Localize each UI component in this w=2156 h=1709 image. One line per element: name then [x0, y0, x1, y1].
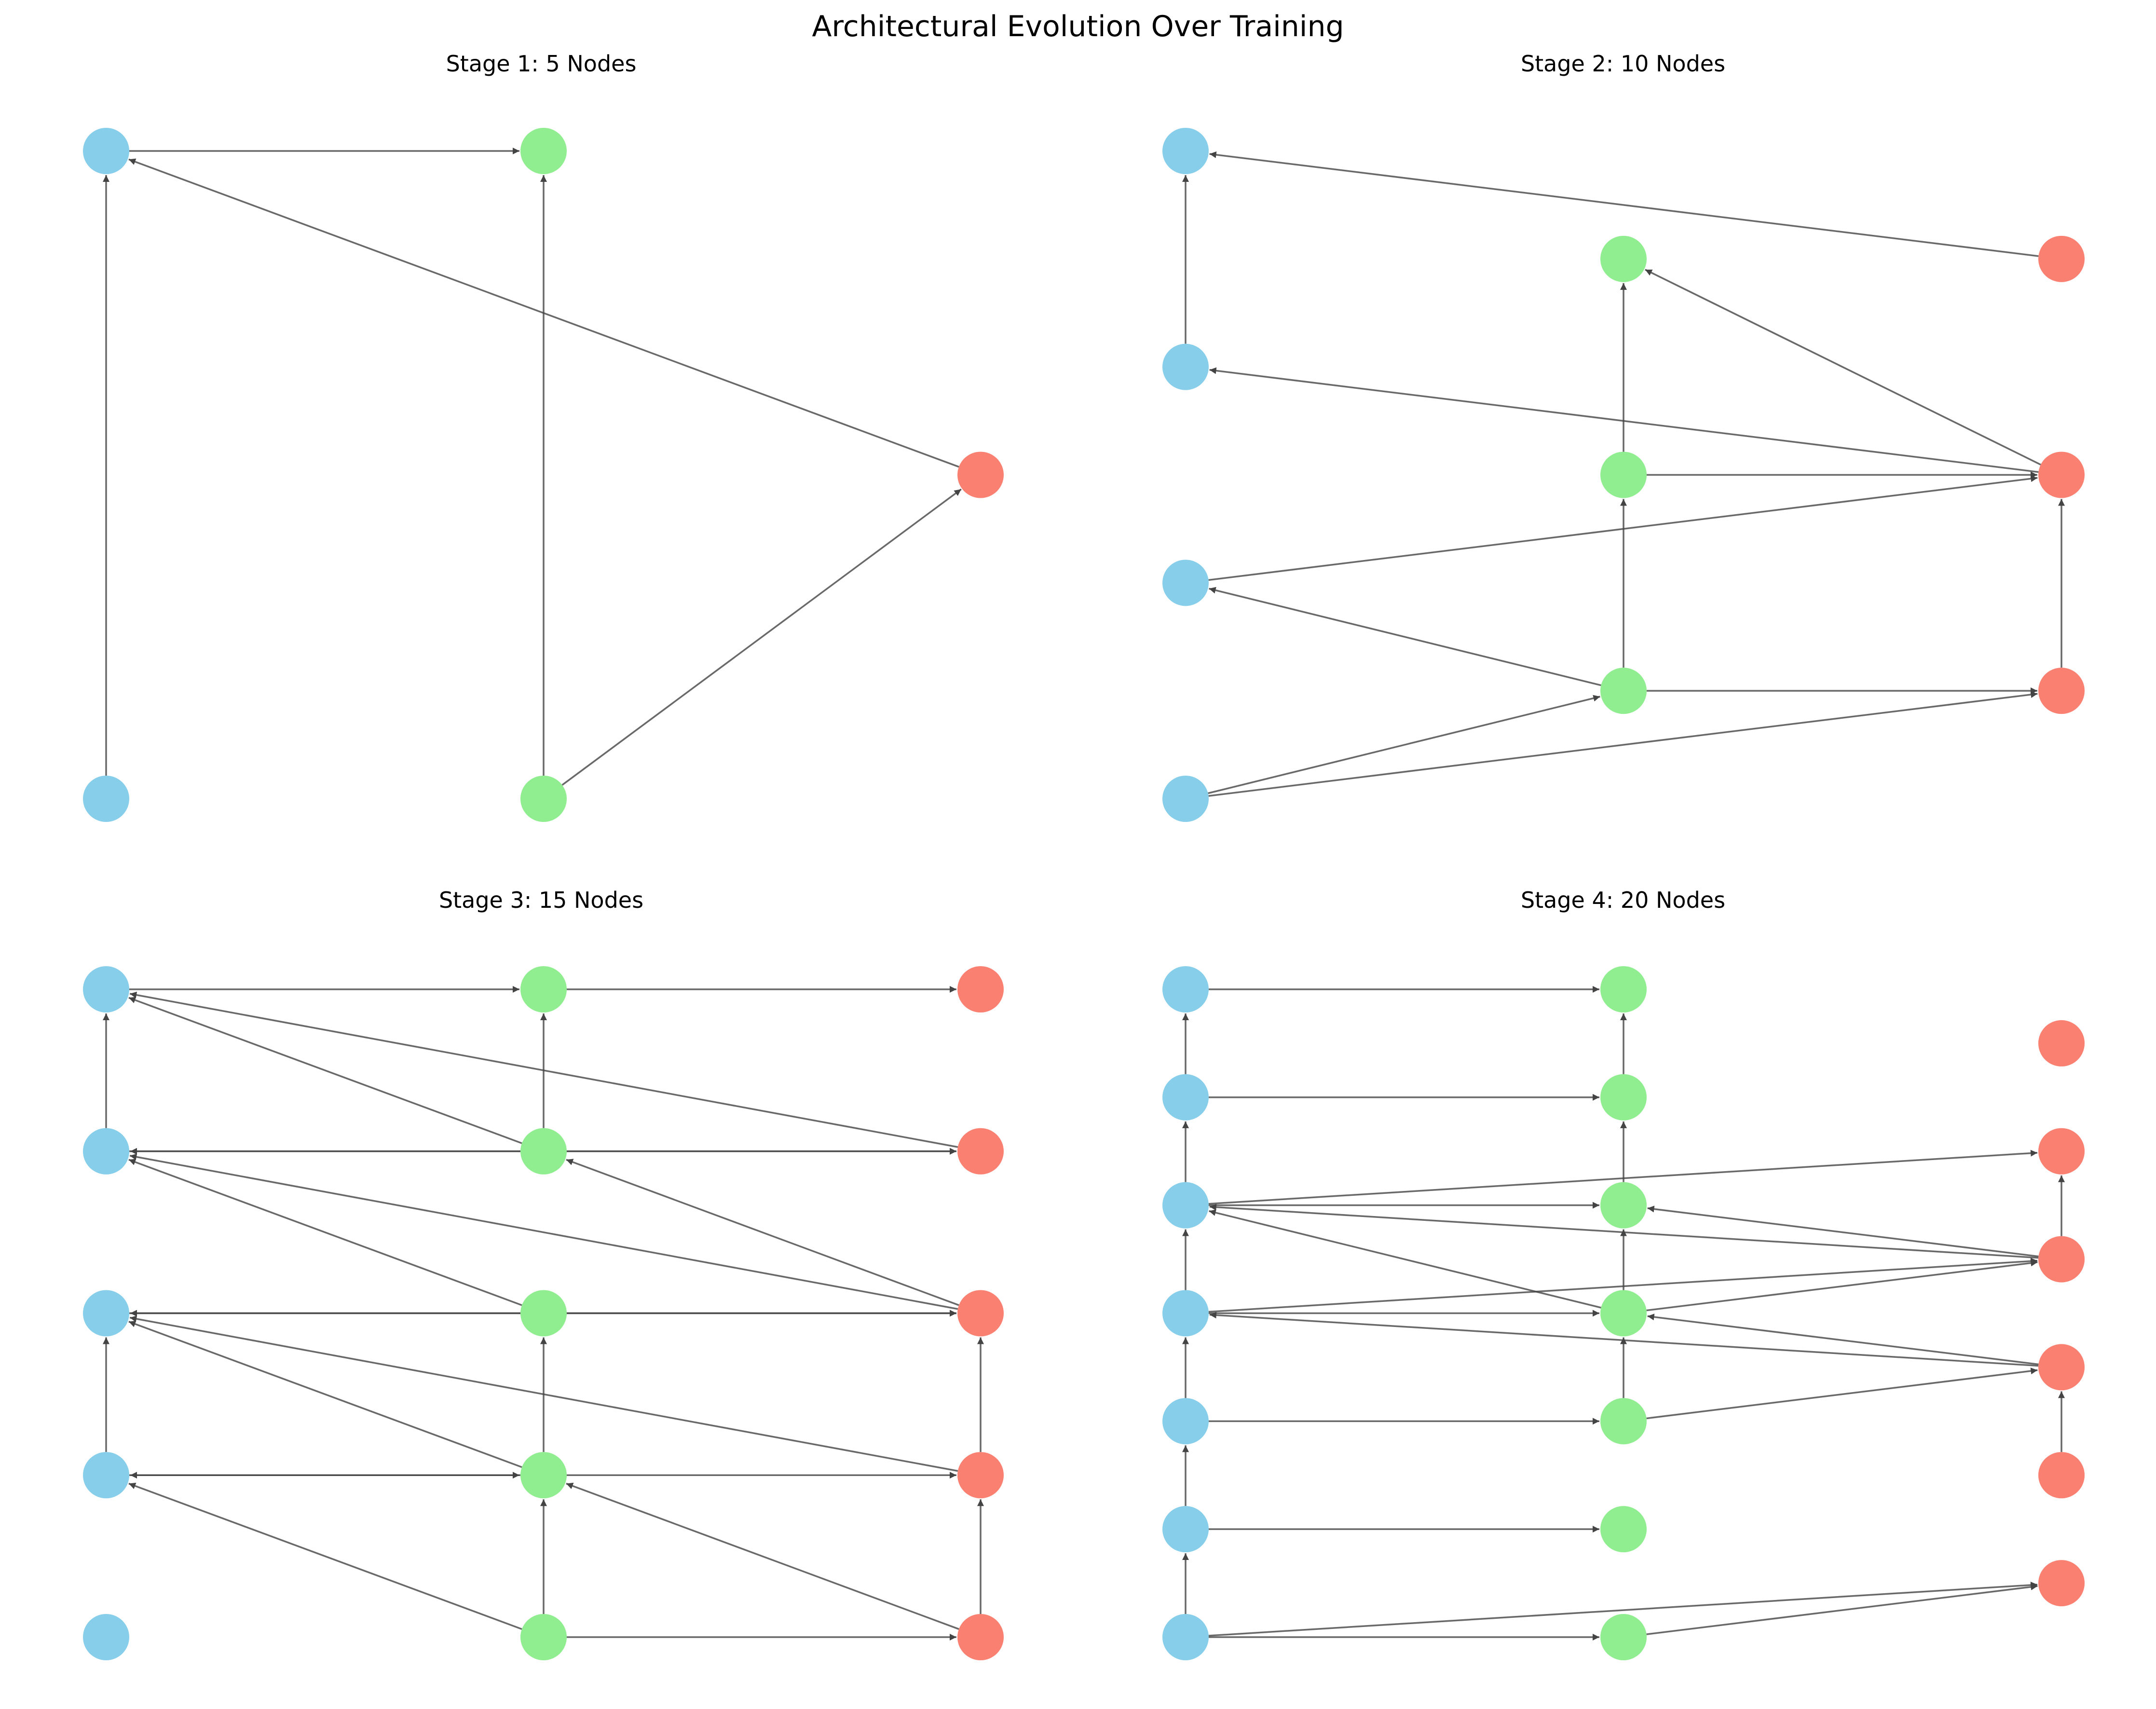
input-node-i2 [83, 1290, 129, 1337]
output-node-o3 [957, 1452, 1004, 1499]
hidden-node-h3 [1600, 1290, 1647, 1337]
output-node-o1 [2038, 1128, 2085, 1175]
edge-i3-to-h2 [1208, 695, 1600, 794]
figure-title: Architectural Evolution Over Training [812, 10, 1344, 43]
output-node-o2 [2038, 668, 2085, 714]
edge-o1-to-i1 [1209, 367, 2039, 473]
output-node-o1 [2038, 451, 2085, 498]
edge-o3-to-h3 [1647, 1313, 2039, 1366]
output-node-o0 [957, 966, 1004, 1012]
hidden-node-h0 [520, 966, 567, 1012]
hidden-node-c [520, 128, 567, 174]
panel-title: Stage 2: 10 Nodes [1521, 51, 1725, 77]
input-node-i5 [1162, 1506, 1209, 1553]
edge-o2-to-h1 [566, 1159, 959, 1306]
hidden-node-h0 [1600, 966, 1647, 1012]
output-node-o5 [2038, 1560, 2085, 1607]
input-node-a [83, 128, 129, 174]
input-node-i2 [1162, 560, 1209, 606]
edge-o0-to-i0 [1209, 151, 2039, 257]
input-node-i6 [1162, 1614, 1209, 1660]
output-node-o0 [2038, 235, 2085, 282]
hidden-node-h2 [1600, 668, 1647, 714]
input-node-i3 [1162, 776, 1209, 822]
edge-h1-to-i0 [128, 997, 522, 1144]
hidden-node-h6 [1600, 1614, 1647, 1660]
hidden-node-h3 [520, 1452, 567, 1499]
input-node-i0 [1162, 966, 1209, 1012]
output-node-e [957, 451, 1004, 498]
edge-h2-to-i1 [128, 1159, 522, 1306]
panel-stage-3: Stage 3: 15 Nodes [83, 887, 1004, 1660]
edge-h3-to-i2 [1209, 1209, 1601, 1309]
input-node-i1 [83, 1128, 129, 1175]
hidden-node-h5 [1600, 1506, 1647, 1553]
output-node-o0 [2038, 1020, 2085, 1066]
hidden-node-h4 [520, 1614, 567, 1660]
edge-h4-to-i3 [128, 1482, 522, 1630]
input-node-i2 [1162, 1182, 1209, 1229]
edge-i3-to-o2 [1208, 1258, 2038, 1313]
input-node-i0 [1162, 128, 1209, 174]
output-node-o2 [2038, 1236, 2085, 1283]
edge-i2-to-o1 [1208, 1149, 2038, 1205]
edge-h3-to-o2 [1646, 1259, 2038, 1312]
edge-o2-to-i1 [129, 1153, 958, 1310]
edge-e-to-a [128, 158, 959, 468]
hidden-node-h0 [1600, 235, 1647, 282]
input-node-i0 [83, 966, 129, 1012]
hidden-node-d [520, 776, 567, 822]
panel-stage-4: Stage 4: 20 Nodes [1162, 887, 2085, 1660]
edge-o4-to-h3 [566, 1482, 959, 1630]
edge-d-to-e [561, 488, 962, 786]
input-node-i4 [1162, 1398, 1209, 1445]
input-node-i3 [1162, 1290, 1209, 1337]
panel-stage-2: Stage 2: 10 Nodes [1162, 51, 2085, 822]
edge-o2-to-h2 [1647, 1205, 2039, 1258]
panel-title: Stage 4: 20 Nodes [1521, 887, 1725, 913]
edge-i6-to-o5 [1208, 1582, 2038, 1637]
input-node-i1 [1162, 1074, 1209, 1121]
hidden-node-h1 [1600, 451, 1647, 498]
input-node-b [83, 776, 129, 822]
output-node-o1 [957, 1128, 1004, 1175]
hidden-node-h1 [1600, 1074, 1647, 1121]
input-node-i3 [83, 1452, 129, 1499]
panel-title: Stage 1: 5 Nodes [446, 51, 637, 77]
hidden-node-h2 [1600, 1182, 1647, 1229]
output-node-o4 [2038, 1452, 2085, 1499]
panel-stage-1: Stage 1: 5 Nodes [83, 51, 1004, 822]
output-node-o2 [957, 1290, 1004, 1337]
output-node-o4 [957, 1614, 1004, 1660]
edge-h3-to-i2 [128, 1321, 522, 1468]
edge-h4-to-o3 [1646, 1367, 2038, 1420]
panel-title: Stage 3: 15 Nodes [439, 887, 643, 913]
edge-i3-to-o2 [1208, 691, 2038, 797]
hidden-node-h1 [520, 1128, 567, 1175]
input-node-i4 [83, 1614, 129, 1660]
hidden-node-h2 [520, 1290, 567, 1337]
output-node-o3 [2038, 1344, 2085, 1391]
edge-o1-to-h0 [1645, 269, 2041, 465]
input-node-i1 [1162, 343, 1209, 390]
edge-h2-to-i2 [1209, 587, 1601, 686]
hidden-node-h4 [1600, 1398, 1647, 1445]
edge-h6-to-o5 [1646, 1583, 2038, 1635]
